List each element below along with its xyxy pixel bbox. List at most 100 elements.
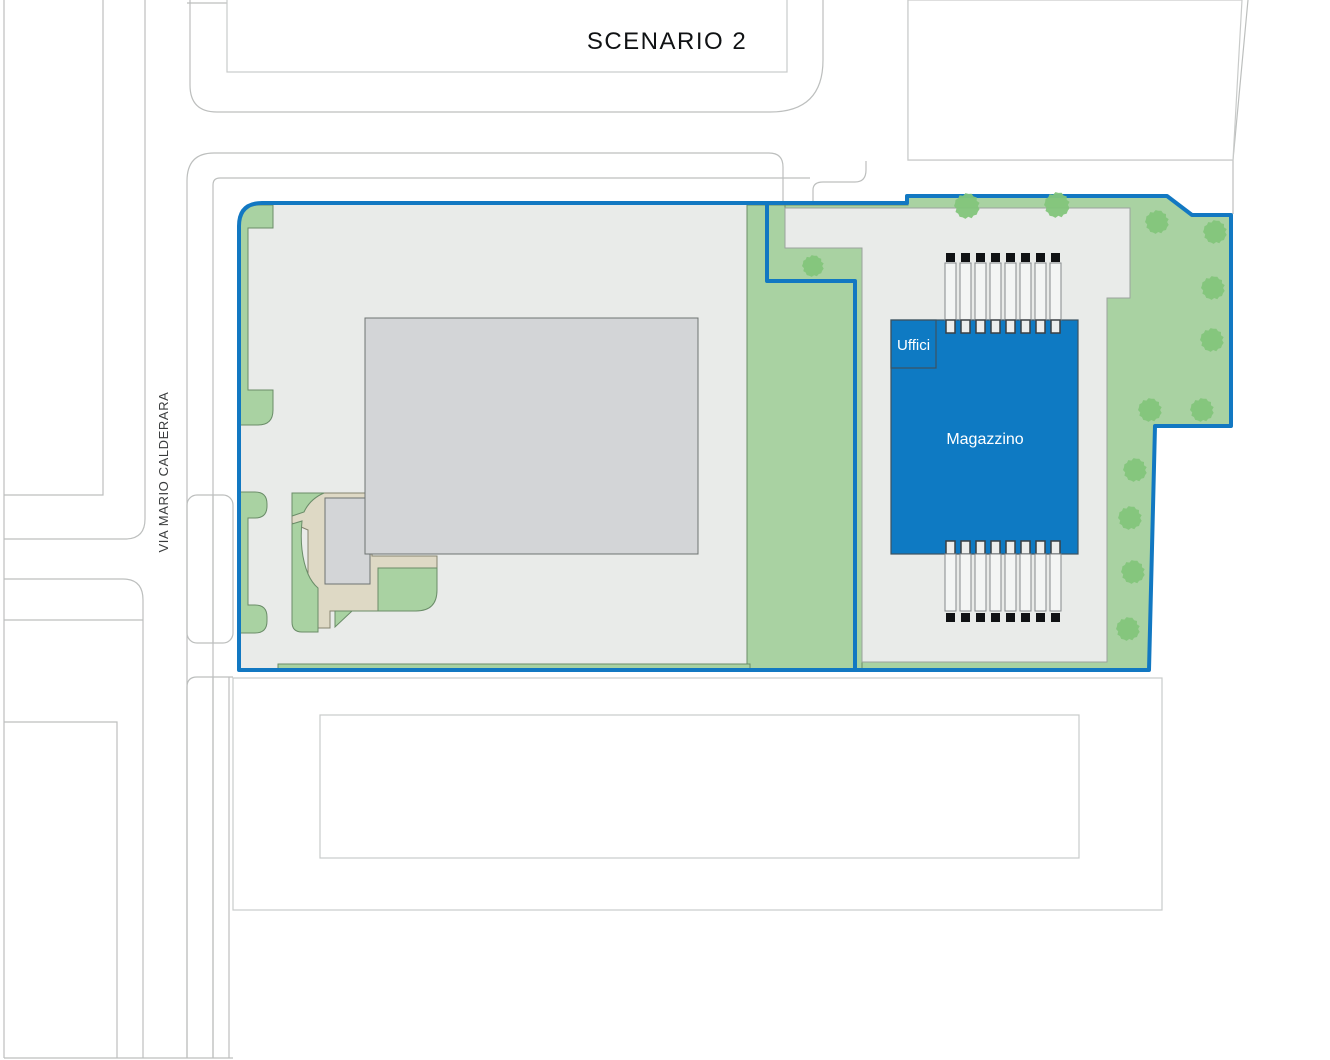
offices-label: Uffici [897, 337, 930, 354]
truck [959, 540, 972, 622]
truck-cab [961, 613, 970, 622]
road-west-corner-south [4, 578, 144, 1058]
tree-icon [1044, 192, 1070, 218]
dock-door [1050, 319, 1061, 334]
truck [1004, 540, 1017, 622]
truck-trailer [1034, 262, 1047, 321]
truck-cab [991, 253, 1000, 262]
truck [989, 540, 1002, 622]
tree-icon [1121, 560, 1145, 584]
truck-trailer [1019, 553, 1032, 612]
street-label: VIA MARIO CALDERARA [156, 392, 171, 553]
truck-cab [961, 253, 970, 262]
truck [959, 253, 972, 334]
dock-door [1005, 319, 1016, 334]
dock-door [945, 540, 956, 555]
truck-trailer [1049, 262, 1062, 321]
road-block-a [4, 0, 104, 496]
dock-door [990, 540, 1001, 555]
existing-buildings [324, 317, 699, 585]
loading-docks-bottom [944, 540, 1062, 622]
dock-door [1050, 540, 1061, 555]
tree-icon [1203, 220, 1227, 244]
tree-icon [1190, 398, 1214, 422]
truck-trailer [974, 262, 987, 321]
truck [974, 253, 987, 334]
loading-docks-top [944, 253, 1062, 334]
truck-cab [1051, 613, 1060, 622]
tree-icon [1118, 506, 1142, 530]
dock-door [975, 319, 986, 334]
parking-bay-upper [186, 494, 234, 644]
truck [944, 540, 957, 622]
tree-icon [1116, 617, 1140, 641]
truck-trailer [989, 262, 1002, 321]
warehouse-group: Uffici Magazzino [890, 319, 1079, 555]
truck-cab [1036, 613, 1045, 622]
tree-icon [1123, 458, 1147, 482]
tree-icon [954, 193, 980, 219]
truck-trailer [974, 553, 987, 612]
truck [1034, 253, 1047, 334]
truck-cab [946, 613, 955, 622]
warehouse-label: Magazzino [946, 431, 1023, 448]
trees [802, 192, 1227, 641]
parking-bay-lower [186, 676, 233, 1058]
truck-trailer [944, 262, 957, 321]
dock-door [1005, 540, 1016, 555]
truck-trailer [944, 553, 957, 612]
dock-door [960, 319, 971, 334]
truck-trailer [989, 553, 1002, 612]
dock-door [975, 540, 986, 555]
truck-trailer [1004, 262, 1017, 321]
truck [1004, 253, 1017, 334]
truck-trailer [1049, 553, 1062, 612]
dock-door [945, 319, 956, 334]
dock-door [1035, 319, 1046, 334]
plaza-green-west [291, 520, 319, 633]
truck [1019, 540, 1032, 622]
green-middle-strip [746, 204, 863, 671]
truck [1049, 253, 1062, 334]
truck-cab [991, 613, 1000, 622]
road-block-c [4, 721, 118, 1058]
road-sidewalk-line [212, 177, 810, 1058]
tree-icon [802, 255, 824, 277]
truck [989, 253, 1002, 334]
dock-door [990, 319, 1001, 334]
dock-door [960, 540, 971, 555]
road-top-street-south [186, 152, 784, 1058]
offices-box [890, 319, 937, 369]
small-building [324, 497, 371, 585]
road-junction-fillet [812, 161, 867, 205]
truck-trailer [1004, 553, 1017, 612]
tree-icon [1138, 398, 1162, 422]
truck-trailer [1019, 262, 1032, 321]
main-gray-building [364, 317, 699, 555]
truck [1034, 540, 1047, 622]
tree-icon [1200, 328, 1224, 352]
plaza-green-north [291, 492, 325, 517]
warehouse-building [890, 319, 1079, 555]
tree-icon [1145, 210, 1169, 234]
truck-cab [946, 253, 955, 262]
block-south-building [319, 714, 1080, 859]
green-west-strip-lower [238, 491, 268, 634]
tree-icon [1201, 276, 1225, 300]
truck-cab [1036, 253, 1045, 262]
dock-door [1020, 540, 1031, 555]
dock-door [1035, 540, 1046, 555]
site-boundary-outline [237, 194, 1233, 672]
neighbor-blocks [226, 0, 1243, 911]
site-boundary [237, 194, 1233, 672]
truck [974, 540, 987, 622]
truck-trailer [959, 553, 972, 612]
road-calderara-east-top [189, 0, 824, 113]
truck [944, 253, 957, 334]
truck-cab [976, 253, 985, 262]
truck-cab [1021, 613, 1030, 622]
dock-door [1020, 319, 1031, 334]
site-boundary-divider [765, 203, 857, 670]
title-block [226, 0, 788, 73]
